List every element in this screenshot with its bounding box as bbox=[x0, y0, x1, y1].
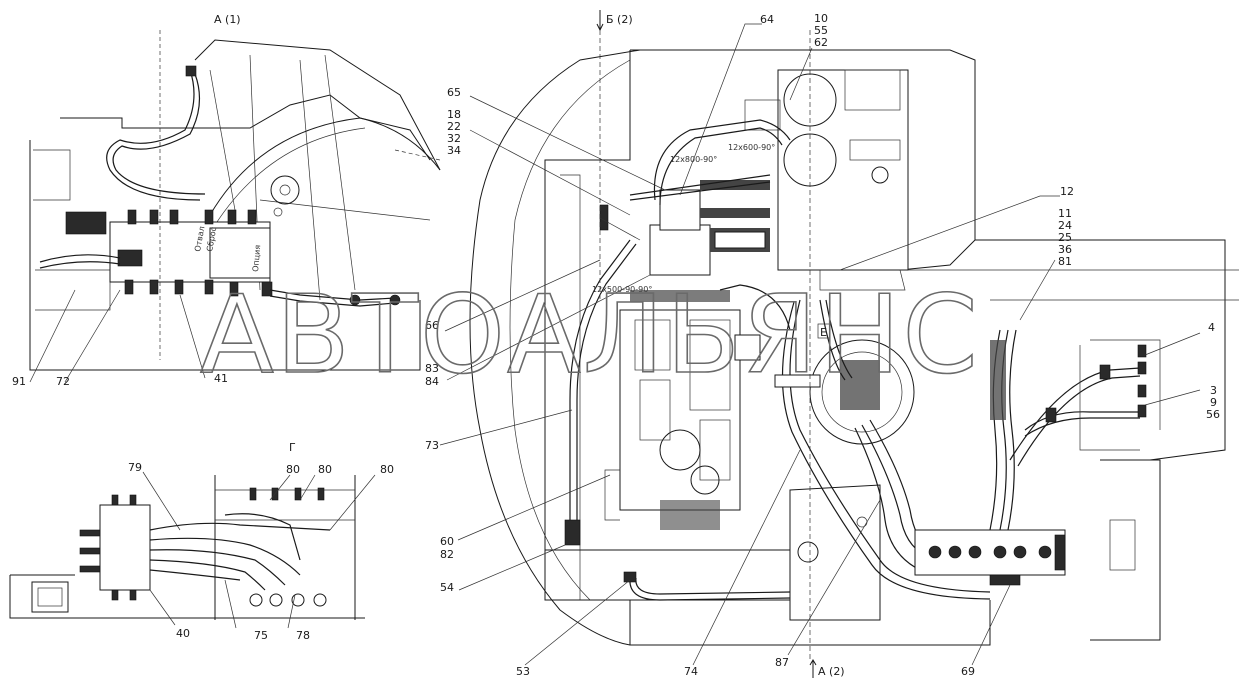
callout-74: 74 bbox=[684, 665, 698, 678]
callout-53: 53 bbox=[516, 665, 530, 678]
callout-73: 73 bbox=[425, 439, 439, 452]
callout-32: 32 bbox=[447, 132, 461, 145]
callout-56: 56 bbox=[1206, 408, 1220, 421]
callout-80c: 80 bbox=[380, 463, 394, 476]
callout-78: 78 bbox=[296, 629, 310, 642]
view-g-title: Г bbox=[289, 441, 296, 454]
callout-87: 87 bbox=[775, 656, 789, 669]
view-a1: А (1) bbox=[12, 13, 441, 388]
callout-36: 36 bbox=[1058, 243, 1072, 256]
callout-80b: 80 bbox=[318, 463, 332, 476]
callout-4: 4 bbox=[1208, 321, 1215, 334]
callout-79: 79 bbox=[128, 461, 142, 474]
callout-18: 18 bbox=[447, 108, 461, 121]
callout-12: 12 bbox=[1060, 185, 1074, 198]
valve-label-3: Сброс bbox=[205, 226, 218, 252]
callout-64: 64 bbox=[760, 13, 774, 26]
callout-41: 41 bbox=[214, 372, 228, 385]
callout-69: 69 bbox=[961, 665, 975, 678]
callout-54: 54 bbox=[440, 581, 454, 594]
callout-9: 9 bbox=[1210, 396, 1217, 409]
callout-66: 66 bbox=[425, 319, 439, 332]
callout-75: 75 bbox=[254, 629, 268, 642]
callout-stack-18-22-32-34: 18 22 32 34 bbox=[447, 108, 461, 157]
callout-11: 11 bbox=[1058, 207, 1072, 220]
valve-label-1: Опция bbox=[251, 244, 262, 272]
view-a1-title: А (1) bbox=[214, 13, 241, 26]
callout-65: 65 bbox=[447, 86, 461, 99]
valve-bank-69 bbox=[928, 534, 1066, 586]
right-fittings bbox=[1045, 344, 1147, 423]
callout-24: 24 bbox=[1058, 219, 1072, 232]
callout-84: 84 bbox=[425, 375, 439, 388]
hose-annotation-12x600: 12х600-90° bbox=[728, 143, 775, 152]
callout-stack-10-55-62: 10 55 62 bbox=[814, 12, 828, 49]
callout-60: 60 bbox=[440, 535, 454, 548]
callout-34: 34 bbox=[447, 144, 461, 157]
callout-10: 10 bbox=[814, 12, 828, 25]
callout-72: 72 bbox=[56, 375, 70, 388]
callout-40: 40 bbox=[176, 627, 190, 640]
callout-3: 3 bbox=[1210, 384, 1217, 397]
valve-label-2: Отвал bbox=[193, 225, 206, 252]
valve-block-view-g bbox=[79, 494, 137, 601]
valve-bank-view-a bbox=[65, 209, 273, 297]
callout-stack-60-82: 60 82 bbox=[440, 535, 454, 561]
callout-80a: 80 bbox=[286, 463, 300, 476]
callout-81: 81 bbox=[1058, 255, 1072, 268]
callout-82: 82 bbox=[440, 548, 454, 561]
view-a2-marker: А (2) bbox=[818, 665, 845, 678]
callout-25: 25 bbox=[1058, 231, 1072, 244]
view-b2-title: Б (2) bbox=[606, 13, 633, 26]
callout-22: 22 bbox=[447, 120, 461, 133]
callout-62: 62 bbox=[814, 36, 828, 49]
view-g: Г bbox=[9, 441, 394, 642]
callout-55: 55 bbox=[814, 24, 828, 37]
callout-stack-11-24-25-36-81: 11 24 25 36 81 bbox=[1058, 207, 1072, 268]
mark-e: Е bbox=[820, 326, 827, 339]
watermark: АВТОАЛЬЯНС bbox=[200, 273, 980, 398]
callout-stack-3-9-56: 3 9 56 bbox=[1206, 384, 1220, 421]
callout-stack-83-84: 83 84 bbox=[425, 362, 439, 388]
callout-91: 91 bbox=[12, 375, 26, 388]
callout-83: 83 bbox=[425, 362, 439, 375]
view-b2: Б (2) А (2) bbox=[425, 10, 1239, 678]
